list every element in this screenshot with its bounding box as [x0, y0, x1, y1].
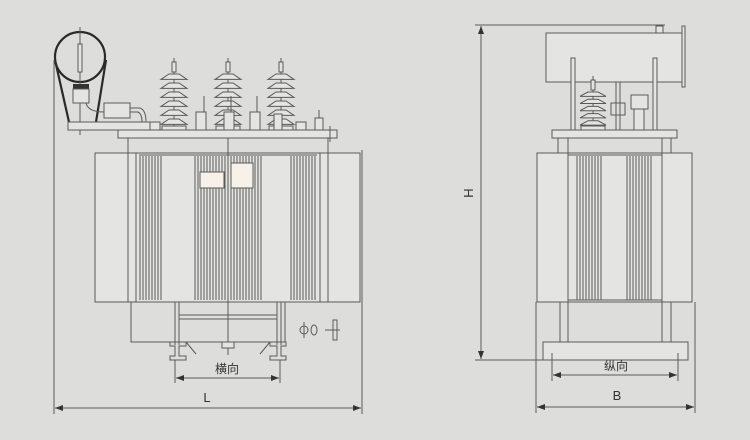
hv-bushings	[159, 58, 296, 131]
conservator-side	[545, 25, 686, 131]
tank-body-side	[536, 152, 693, 303]
depth-label: B	[613, 388, 622, 403]
height-label: H	[461, 188, 476, 197]
bushing	[579, 76, 607, 131]
dimension-depth: B	[535, 302, 696, 413]
tank-base-side	[559, 301, 672, 343]
nameplate	[230, 162, 254, 189]
dimension-rail-side: 纵向	[551, 353, 679, 381]
tank-body	[94, 137, 361, 355]
tank-base	[130, 301, 340, 361]
rail-gauge-label: 横向	[215, 361, 239, 376]
side-view: H 纵向	[461, 24, 696, 413]
tank-cover	[117, 129, 338, 139]
dimension-rail-front: 横向	[174, 360, 281, 383]
rail-gauge-label-side: 纵向	[604, 358, 628, 373]
conservator	[53, 27, 151, 135]
buchholz-relay	[85, 102, 147, 123]
dimension-length: L	[53, 60, 363, 414]
length-label: L	[203, 390, 210, 405]
bushing-side	[579, 76, 607, 131]
dimension-height: H	[461, 24, 665, 361]
nameplate	[199, 171, 225, 189]
bushing	[159, 58, 189, 131]
tank-cover-side	[551, 129, 678, 139]
front-view: 横向 L	[53, 27, 363, 414]
lv-bushings	[195, 96, 324, 131]
